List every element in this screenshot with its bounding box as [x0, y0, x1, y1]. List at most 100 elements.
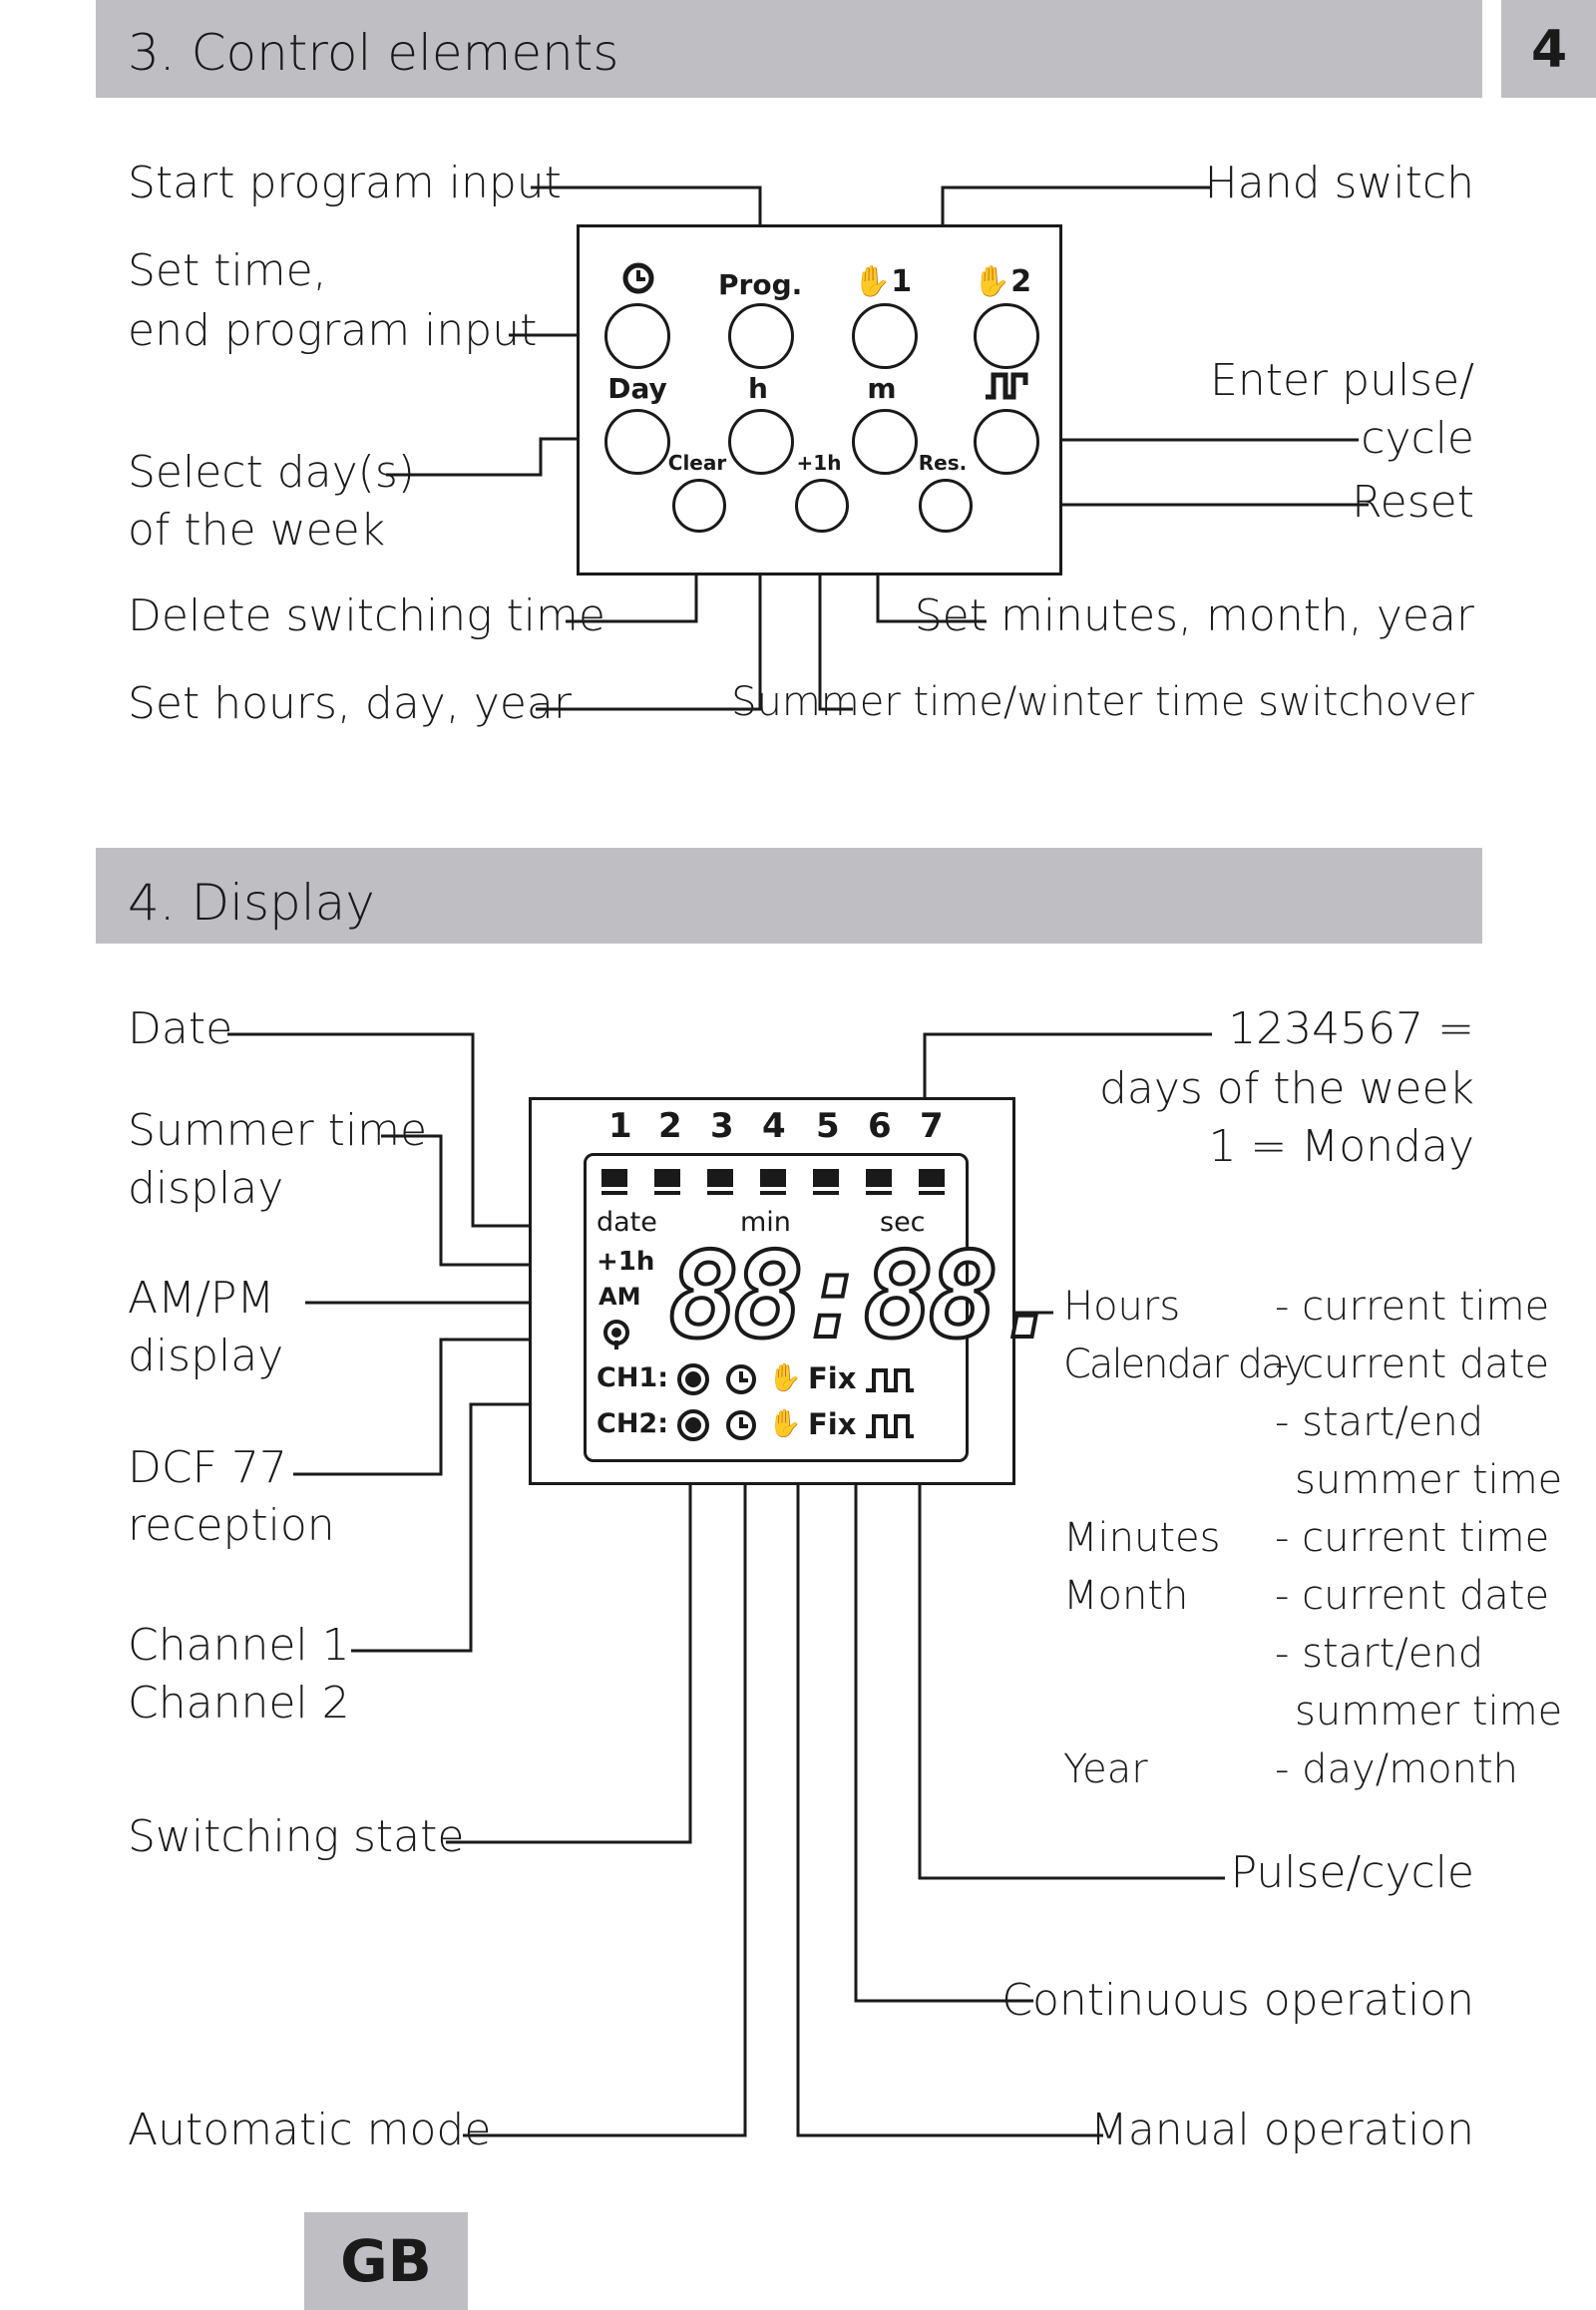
- label-days-2: days of the week: [1098, 1063, 1474, 1114]
- label-select-day-1: Select day(s): [128, 447, 415, 498]
- lcd-channel1-row: CH1: ✋ Fix: [597, 1360, 956, 1400]
- label-reset: Reset: [1352, 477, 1474, 528]
- label-pulse-cycle: Pulse/cycle: [1230, 1847, 1474, 1898]
- label-ampm-1: AM/PM: [128, 1273, 275, 1324]
- language-tab: GB: [304, 2212, 468, 2310]
- label-automatic-mode: Automatic mode: [128, 2105, 492, 2155]
- lcd-day-1: 1: [608, 1106, 632, 1146]
- clock-icon: [616, 261, 660, 298]
- label-dcf-2: reception: [128, 1500, 335, 1551]
- hand-icon: ✋: [973, 264, 1011, 299]
- lcd-day-underline: [919, 1191, 945, 1195]
- lcd-min-label: min: [740, 1207, 791, 1238]
- label-delete-switching: Delete switching time: [128, 590, 605, 641]
- dcf-reception-icon: [600, 1319, 632, 1353]
- pulse-icon: [864, 1366, 916, 1397]
- lcd-day-bar: [707, 1169, 733, 1187]
- label-set-time-2: end program input: [128, 305, 538, 356]
- lcd-fix-label: Fix: [808, 1361, 857, 1395]
- label-summer-winter: Summer time/winter time switchover: [731, 679, 1474, 725]
- m-button[interactable]: [852, 409, 918, 475]
- switching-state-icon: [676, 1362, 710, 1399]
- lcd-screen: [584, 1153, 969, 1462]
- lcd-day-7: 7: [920, 1106, 944, 1146]
- lcd-day-5: 5: [816, 1106, 840, 1146]
- lcd-fix-label: Fix: [808, 1407, 857, 1441]
- pulse-icon: [864, 1412, 916, 1443]
- label-set-minutes: Set minutes, month, year: [914, 590, 1474, 641]
- clear-button[interactable]: [672, 479, 726, 533]
- section3-title: 3. Control elements: [128, 24, 619, 82]
- lcd-date-label: date: [597, 1207, 657, 1238]
- label-days-1: 1234567 =: [1228, 1003, 1474, 1054]
- lcd-summer-time-indicator: +1h: [597, 1247, 655, 1277]
- lcd-sec-label: sec: [880, 1207, 926, 1238]
- reset-button[interactable]: [919, 479, 973, 533]
- res-button-label: Res.: [918, 451, 968, 475]
- hand-switch-2-button[interactable]: [974, 303, 1039, 369]
- hand-switch-1-button[interactable]: [852, 303, 918, 369]
- lcd-day-underline: [866, 1191, 892, 1195]
- label-continuous: Continuous operation: [1001, 1975, 1474, 2026]
- lcd-day-bar: [760, 1169, 786, 1187]
- hand-icon: ✋: [853, 264, 892, 299]
- label-dcf-1: DCF 77: [128, 1442, 287, 1493]
- lcd-day-underline: [813, 1191, 839, 1195]
- page-number-box: [1501, 0, 1596, 98]
- label-manual: Manual operation: [1089, 2105, 1474, 2155]
- label-enter-pulse-2: cycle: [1361, 413, 1474, 464]
- prog-button[interactable]: [728, 303, 794, 369]
- lcd-day-underline: [601, 1191, 627, 1195]
- label-set-time-1: Set time,: [128, 245, 327, 296]
- prog-button-label: Prog.: [718, 268, 803, 301]
- hand-switch-2-label: ✋2: [973, 264, 1032, 299]
- plus1h-button[interactable]: [795, 479, 849, 533]
- day-button[interactable]: [604, 409, 670, 475]
- hand-switch-1-label: ✋1: [853, 264, 913, 299]
- label-days-3: 1 = Monday: [1208, 1121, 1474, 1172]
- automatic-clock-icon: [724, 1362, 758, 1399]
- label-summer-1: Summer time: [128, 1105, 428, 1156]
- hand-icon: ✋: [768, 1362, 802, 1393]
- label-ampm-2: display: [128, 1331, 284, 1381]
- lcd-day-2: 2: [658, 1106, 682, 1146]
- lcd-day-bar: [919, 1169, 945, 1187]
- label-summer-2: display: [128, 1163, 284, 1214]
- switching-state-icon: [676, 1408, 710, 1445]
- lcd-day-bar: [866, 1169, 892, 1187]
- lcd-day-bar: [601, 1169, 627, 1187]
- lcd-day-underline: [760, 1191, 786, 1195]
- label-channel2: Channel 2: [128, 1678, 350, 1729]
- plus1h-button-label: +1h: [796, 451, 842, 475]
- label-start-program: Start program input: [128, 158, 562, 208]
- pulse-icon: [982, 371, 1031, 404]
- lcd-am-indicator: AM: [598, 1283, 641, 1311]
- page-number: 4: [1531, 20, 1568, 80]
- lcd-ch2-label: CH2:: [597, 1408, 668, 1439]
- lcd-day-numbers: 1 2 3 4 5 6 7: [598, 1109, 958, 1149]
- section4-title: 4. Display: [128, 874, 375, 932]
- lcd-main-digits: 88:88.: [666, 1227, 1065, 1364]
- lcd-day-3: 3: [710, 1106, 734, 1146]
- pulse-cycle-button[interactable]: [974, 409, 1039, 475]
- hand-icon: ✋: [768, 1408, 802, 1439]
- lcd-ch1-label: CH1:: [597, 1362, 668, 1393]
- lcd-day-6: 6: [868, 1106, 892, 1146]
- label-enter-pulse-1: Enter pulse/: [1210, 355, 1474, 406]
- lcd-channel2-row: CH2: ✋ Fix: [597, 1406, 956, 1446]
- lcd-day-bar: [654, 1169, 680, 1187]
- label-hand-switch: Hand switch: [1204, 158, 1474, 208]
- set-time-button[interactable]: [604, 303, 670, 369]
- day-button-label: Day: [607, 372, 667, 405]
- m-button-label: m: [867, 372, 897, 405]
- lcd-day-underline: [654, 1191, 680, 1195]
- automatic-clock-icon: [724, 1408, 758, 1445]
- lcd-day-bar: [813, 1169, 839, 1187]
- label-date: Date: [128, 1003, 233, 1054]
- label-switching-state: Switching state: [128, 1811, 465, 1862]
- h-button[interactable]: [728, 409, 794, 475]
- lcd-day-4: 4: [762, 1106, 786, 1146]
- clear-button-label: Clear: [667, 451, 727, 475]
- h-button-label: h: [748, 372, 768, 405]
